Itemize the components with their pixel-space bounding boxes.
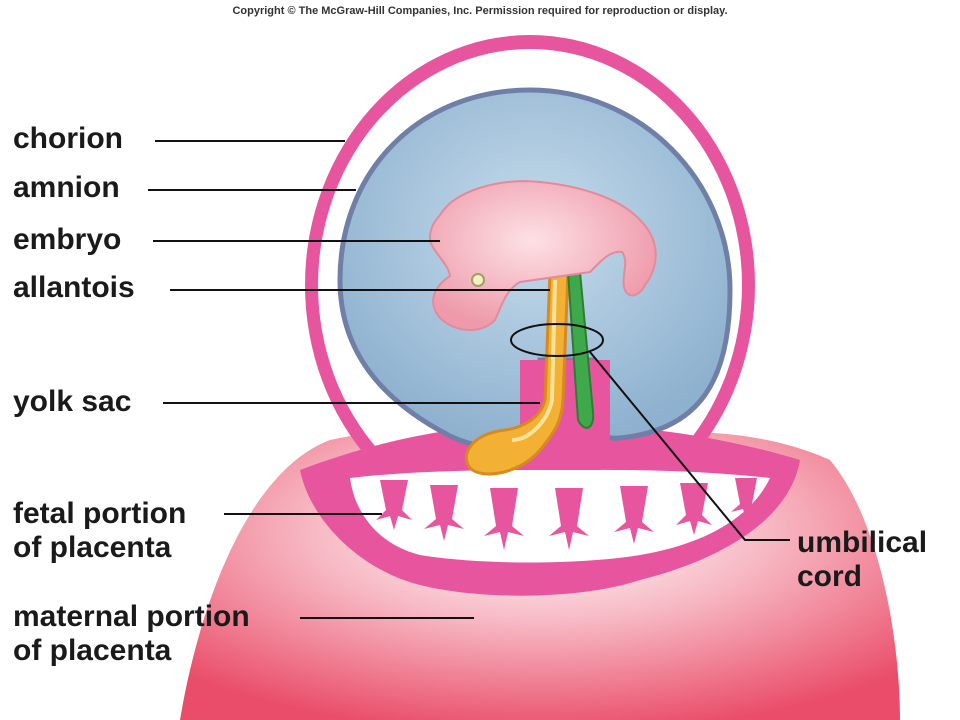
embryo bbox=[428, 180, 657, 331]
copyright-notice: Copyright © The McGraw-Hill Companies, I… bbox=[232, 5, 728, 17]
umbilical-cord-marker bbox=[510, 323, 604, 357]
label-maternal-placenta-line2: of placenta bbox=[13, 634, 172, 667]
label-fetal-placenta-line2: of placenta bbox=[13, 531, 172, 564]
label-chorion: chorion bbox=[13, 122, 123, 155]
label-fetal-placenta-line1: fetal portion bbox=[13, 497, 187, 530]
label-umbilical-cord-line2: cord bbox=[797, 560, 863, 593]
label-maternal-placenta-line1: maternal portion bbox=[13, 600, 250, 633]
label-amnion: amnion bbox=[13, 171, 120, 204]
chorionic-villi bbox=[376, 478, 761, 550]
label-fetal-placenta: fetal portion of placenta bbox=[13, 497, 186, 565]
embryo-eye bbox=[471, 273, 485, 287]
label-allantois: allantois bbox=[13, 271, 135, 304]
label-umbilical-cord-line1: umbilical bbox=[797, 526, 928, 559]
label-yolk-sac: yolk sac bbox=[13, 385, 132, 418]
label-umbilical-cord: umbilical cord bbox=[797, 526, 927, 594]
leader-lines bbox=[148, 140, 790, 619]
allantois bbox=[566, 271, 595, 429]
label-embryo: embryo bbox=[13, 223, 122, 256]
label-maternal-placenta: maternal portion of placenta bbox=[13, 600, 250, 668]
